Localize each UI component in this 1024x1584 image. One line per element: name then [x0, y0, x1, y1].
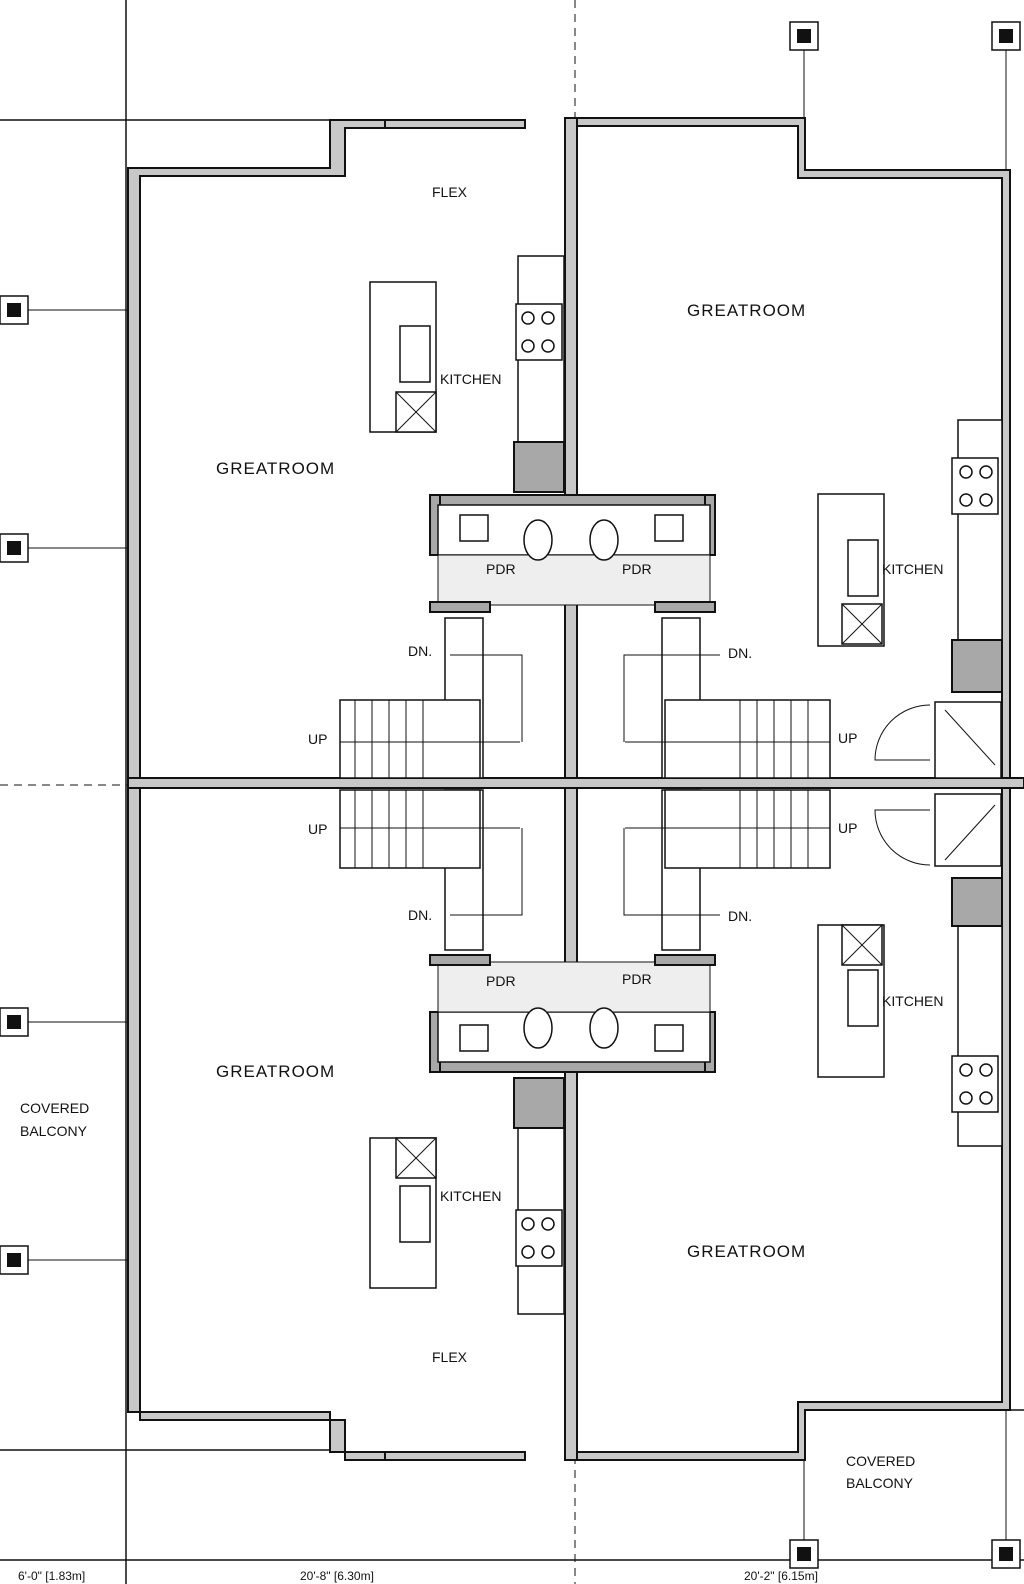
label-up-top-right: UP	[838, 730, 857, 746]
label-dn-bottom-left: DN.	[408, 907, 432, 923]
label-flex-bottom-left: FLEX	[432, 1349, 468, 1365]
label-kitchen-bottom-right: KITCHEN	[882, 993, 943, 1009]
label-kitchen-bottom-left: KITCHEN	[440, 1188, 501, 1204]
label-pdr-top-left: PDR	[486, 561, 516, 577]
stairs	[339, 617, 831, 951]
label-dn-top-right: DN.	[728, 645, 752, 661]
dimension-label-2: 20'-8" [6.30m]	[300, 1569, 374, 1583]
dimension-labels: 6'-0" [1.83m] 20'-8" [6.30m] 20'-2" [6.1…	[18, 1569, 818, 1583]
label-dn-top-left: DN.	[408, 643, 432, 659]
label-flex-top-left: FLEX	[432, 184, 468, 200]
label-covered-balcony-right-2: BALCONY	[846, 1475, 914, 1491]
label-dn-bottom-right: DN.	[728, 908, 752, 924]
label-kitchen-top-left: KITCHEN	[440, 371, 501, 387]
label-up-top-left: UP	[308, 731, 327, 747]
entry-doors	[874, 701, 1002, 867]
room-labels: FLEX GREATROOM KITCHEN PDR DN. UP GREATR…	[20, 184, 943, 1491]
label-covered-balcony-left-2: BALCONY	[20, 1123, 88, 1139]
label-greatroom-top-right: GREATROOM	[687, 301, 806, 320]
label-up-bottom-left: UP	[308, 821, 327, 837]
powder-rooms	[429, 494, 716, 1073]
label-covered-balcony-right-1: COVERED	[846, 1453, 915, 1469]
label-pdr-top-right: PDR	[622, 561, 652, 577]
label-kitchen-top-right: KITCHEN	[882, 561, 943, 577]
label-up-bottom-right: UP	[838, 820, 857, 836]
kitchen-counters	[513, 255, 1003, 1315]
dimension-label-1: 6'-0" [1.83m]	[18, 1569, 85, 1583]
label-greatroom-bottom-right: GREATROOM	[687, 1242, 806, 1261]
label-greatroom-top-left: GREATROOM	[216, 459, 335, 478]
dimension-label-3: 20'-2" [6.15m]	[744, 1569, 818, 1583]
balcony-posts	[0, 21, 1021, 1569]
exterior-walls	[127, 117, 1024, 1461]
label-greatroom-bottom-left: GREATROOM	[216, 1062, 335, 1081]
label-pdr-bottom-left: PDR	[486, 973, 516, 989]
label-covered-balcony-left-1: COVERED	[20, 1100, 89, 1116]
label-pdr-bottom-right: PDR	[622, 971, 652, 987]
kitchen-islands	[369, 281, 885, 1289]
